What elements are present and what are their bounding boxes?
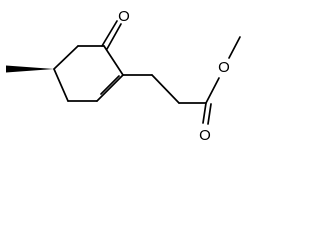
bonds	[53, 20, 241, 125]
ring-double-bond-inner	[100, 75, 120, 95]
ester-methoxy-oxygen-label: O	[218, 59, 230, 76]
chain-bond-2	[151, 74, 180, 104]
ring-bond-c2-c3	[53, 45, 79, 70]
ester-carbonyl-bond-a	[202, 102, 207, 124]
ring-bond-c5-c6	[96, 74, 124, 102]
ketone-oxygen-label: O	[118, 8, 130, 25]
ester-carbonyl-bond-b	[207, 103, 212, 125]
ring-bond-c6-c1	[103, 45, 124, 76]
ketone-bond-a	[101, 20, 118, 47]
atom-labels: O O O	[118, 8, 230, 144]
methyl-wedge-bond	[6, 65, 54, 73]
ester-carbonyl-oxygen-label: O	[199, 127, 211, 144]
methoxy-bond	[228, 36, 241, 59]
ester-single-bond	[205, 77, 220, 104]
molecule-structure-diagram: O O O	[6, 8, 241, 144]
ketone-bond-b	[106, 23, 122, 50]
ring-bond-c3-c4	[53, 68, 69, 102]
